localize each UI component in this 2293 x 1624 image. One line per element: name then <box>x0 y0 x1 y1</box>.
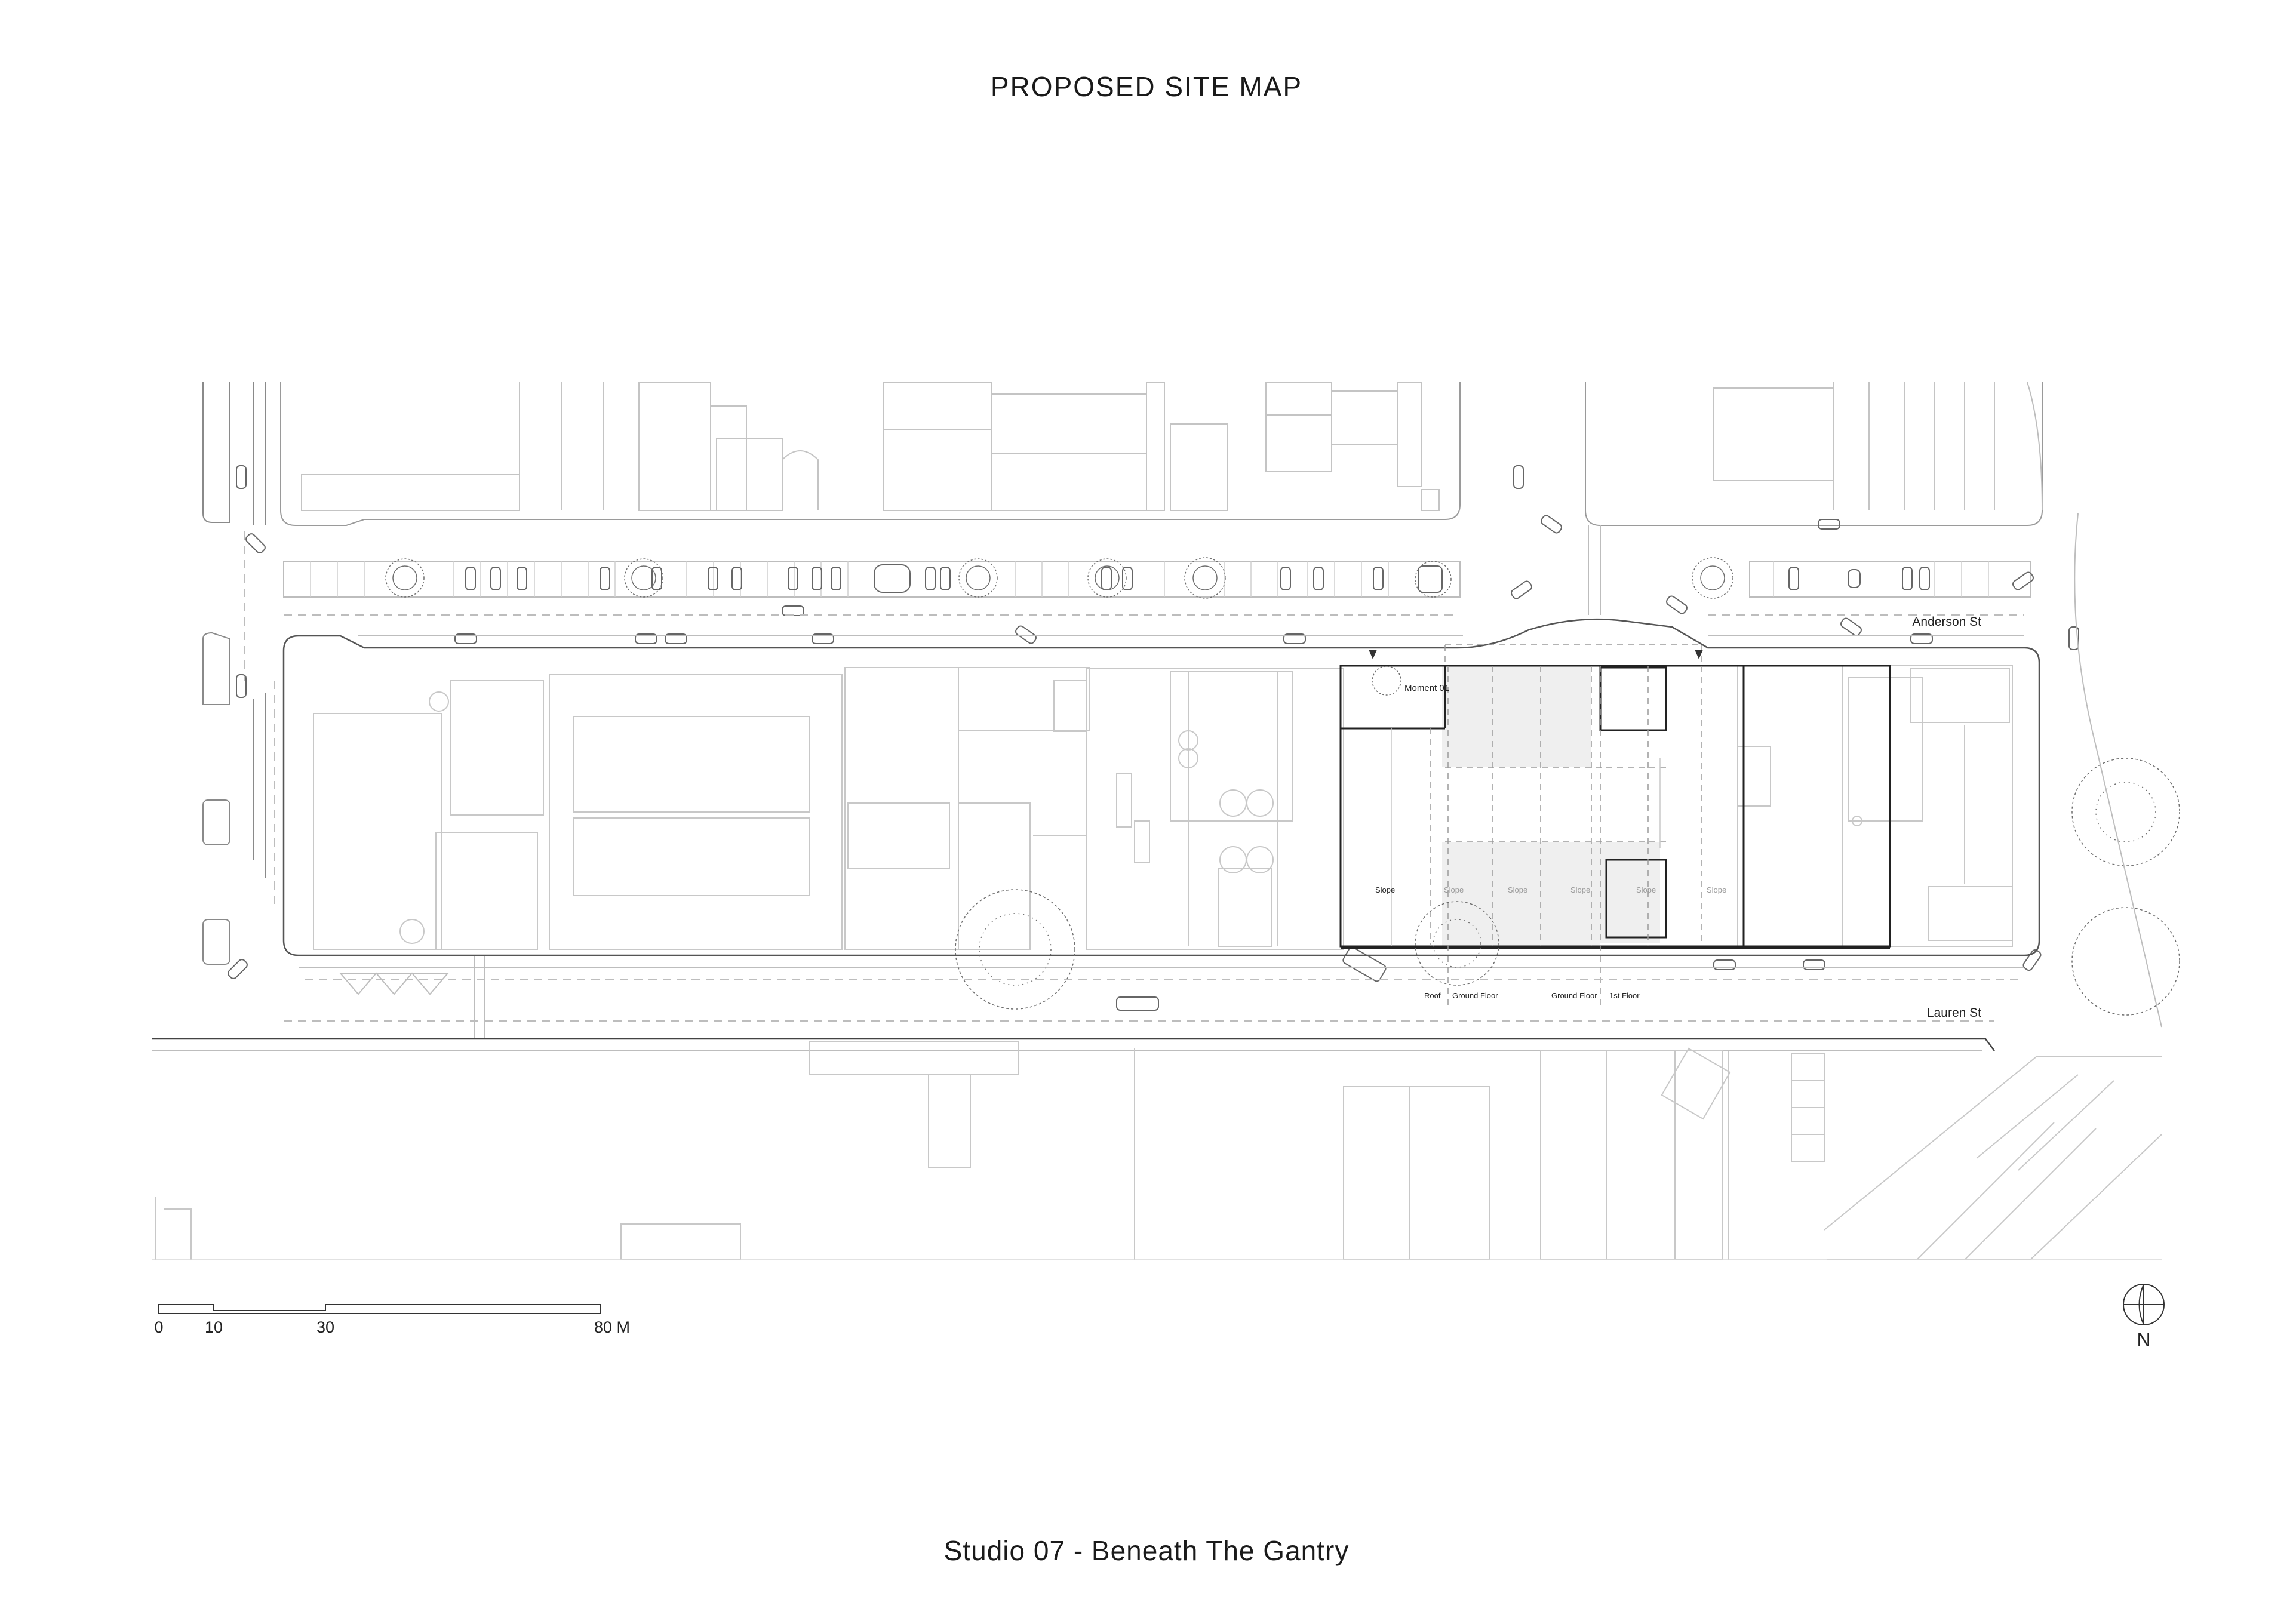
north-block-west <box>280 382 1461 526</box>
proposed-building <box>1339 665 1891 949</box>
section-label-first-floor: 1st Floor <box>1609 991 1640 1000</box>
anderson-st-parking <box>283 561 2031 598</box>
slope-label-3: Slope <box>1508 885 1527 894</box>
proposed-building-shade <box>1442 666 1660 949</box>
scale-label-30: 30 <box>316 1318 334 1336</box>
south-road-edge <box>152 1038 1995 1051</box>
north-buildings <box>301 382 1440 511</box>
scale-label-0: 0 <box>154 1318 163 1336</box>
pedestrian-crossings <box>474 525 1601 1039</box>
site-buildings-light <box>313 665 2013 950</box>
entry-markers <box>1369 650 1703 659</box>
proposed-building-grid <box>1430 644 1702 1009</box>
section-label-roof: Roof <box>1424 991 1441 1000</box>
angled-cars <box>228 515 2042 982</box>
trees-north <box>385 557 1733 599</box>
scale-label-10: 10 <box>205 1318 223 1336</box>
page-title: PROPOSED SITE MAP <box>990 71 1303 102</box>
footer-title: Studio 07 - Beneath The Gantry <box>943 1535 1350 1566</box>
north-arrow-icon: N <box>2123 1284 2165 1351</box>
section-label-ground-floor-a: Ground Floor <box>1452 991 1498 1000</box>
west-road <box>202 382 266 965</box>
scale-label-80: 80 M <box>594 1318 630 1336</box>
north-block-east <box>1585 382 2043 526</box>
slope-label-5: Slope <box>1636 885 1656 894</box>
site-block-outline <box>282 618 2040 956</box>
street-label-north: Anderson St <box>1912 615 1981 629</box>
lauren-st-dashes <box>284 614 2024 1022</box>
north-label: N <box>2137 1329 2150 1351</box>
street-label-south: Lauren St <box>1927 1006 1981 1020</box>
slope-label-1: Slope <box>1375 885 1395 894</box>
section-label-ground-floor-b: Ground Floor <box>1551 991 1597 1000</box>
parking-bays <box>310 561 1989 597</box>
site-lines <box>1391 728 1661 946</box>
site-block-curb <box>299 635 2024 968</box>
north-east-buildings <box>1713 382 1995 510</box>
south-buildings <box>155 1041 2162 1260</box>
slope-label-2: Slope <box>1444 885 1464 894</box>
slope-label-6: Slope <box>1707 885 1726 894</box>
scale-bar: 0 10 30 80 M <box>154 1304 630 1336</box>
trees-site <box>955 666 2180 1016</box>
slope-label-4: Slope <box>1570 885 1590 894</box>
west-road-dashes <box>244 531 275 908</box>
parked-cars <box>236 465 2079 1011</box>
south-road-details <box>152 382 2162 1051</box>
moment-label: Moment 01 <box>1404 683 1449 693</box>
